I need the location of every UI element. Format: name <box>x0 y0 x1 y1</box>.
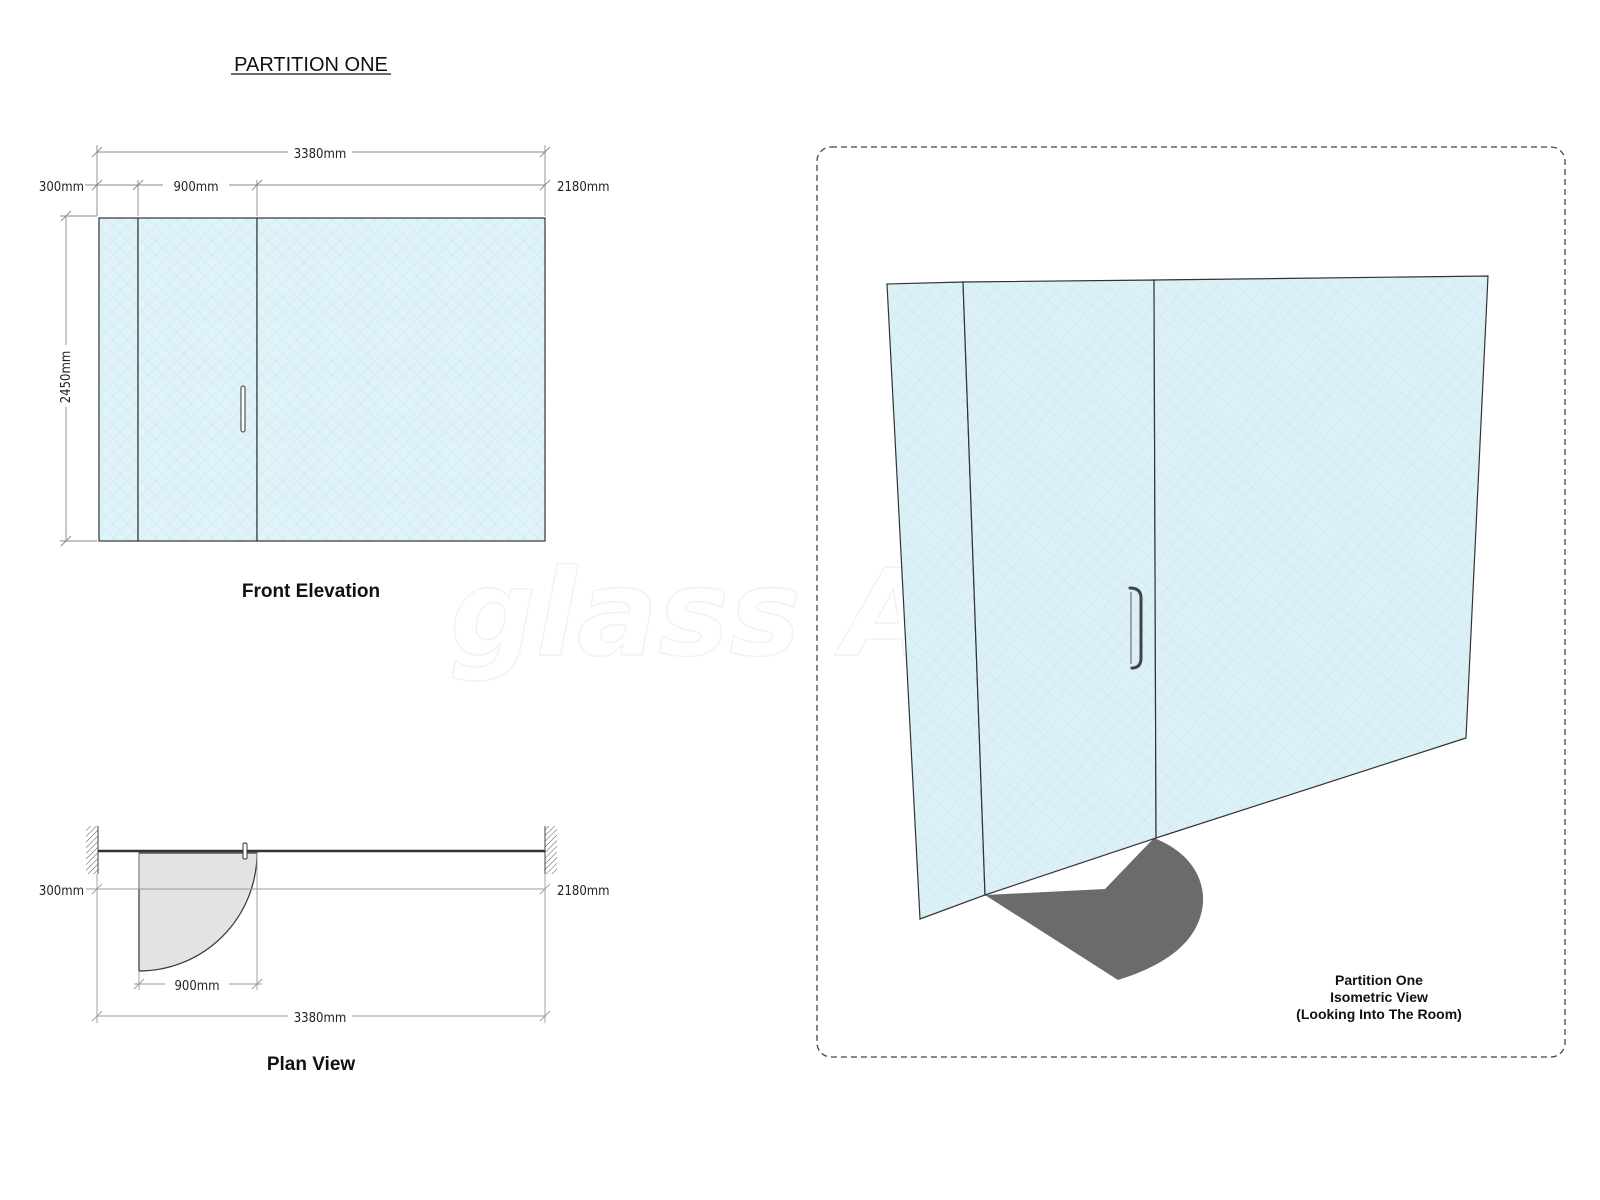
plan-view: 300mm 2180mm 900mm 3380mm Plan View <box>39 826 610 1075</box>
plan-dim-segments <box>86 853 551 1023</box>
left-wall-hatch <box>86 826 98 874</box>
iso-caption-line2: Isometric View <box>1330 989 1428 1005</box>
plan-dim-door-label: 900mm <box>174 979 219 994</box>
iso-door-panel <box>962 279 1157 896</box>
plan-door-handle <box>242 842 248 860</box>
plan-view-label: Plan View <box>267 1054 356 1075</box>
dim-right-panel-label: 2180mm <box>557 180 610 195</box>
iso-right-panel <box>1153 275 1489 839</box>
plan-dim-right-panel-label: 2180mm <box>557 884 610 899</box>
door-panel <box>137 217 258 542</box>
isometric-view: Partition One Isometric View (Looking In… <box>816 146 1566 1058</box>
dim-height-label: 2450mm <box>59 351 74 404</box>
isometric-frame <box>816 146 1566 1058</box>
dim-left-panel-label: 300mm <box>39 180 84 195</box>
front-elevation-label: Front Elevation <box>242 581 380 602</box>
dim-overall-label: 3380mm <box>294 147 347 162</box>
door-swing-arc <box>138 852 258 972</box>
page-title: PARTITION ONE <box>234 54 388 76</box>
right-wall-hatch <box>545 826 557 874</box>
iso-caption-line3: (Looking Into The Room) <box>1296 1006 1462 1022</box>
plan-dim-overall-label: 3380mm <box>294 1011 347 1026</box>
iso-door-handle <box>1128 586 1143 670</box>
iso-caption-line1: Partition One <box>1335 972 1423 988</box>
dim-door-label: 900mm <box>173 180 218 195</box>
front-elevation: 3380mm 900mm 300mm 2180mm 2450mm <box>39 145 610 602</box>
door-floor-shadow <box>985 838 1204 980</box>
dim-segments-top <box>85 179 551 216</box>
door-handle <box>240 385 246 433</box>
right-fixed-panel <box>256 217 546 542</box>
plan-dim-left-panel-label: 300mm <box>39 884 84 899</box>
left-side-panel <box>98 217 139 542</box>
